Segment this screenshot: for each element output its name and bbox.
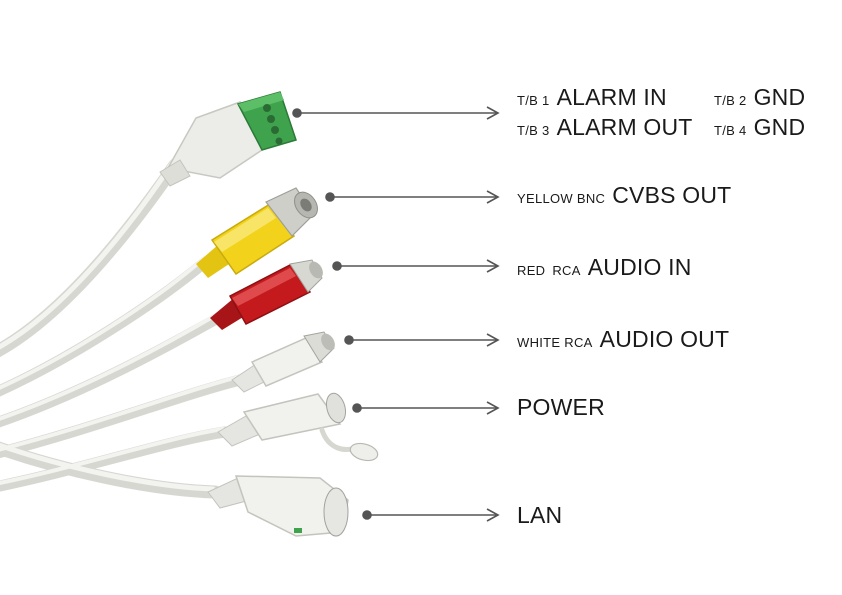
label-tb2-prefix: T/B 2	[714, 93, 747, 108]
label-tb2: T/B 2 GND	[714, 86, 805, 109]
label-tb4-prefix: T/B 4	[714, 123, 747, 138]
label-tb1-prefix: T/B 1	[517, 93, 550, 108]
label-audio-out-prefix: WHITE RCA	[517, 335, 593, 350]
dc-jack-icon	[217, 392, 379, 462]
pointer-audio-out	[344, 333, 500, 347]
label-tb4: T/B 4 GND	[714, 116, 805, 139]
label-power-name: POWER	[517, 394, 605, 420]
label-tb1: T/B 1 ALARM IN	[517, 86, 667, 109]
cable-white	[0, 374, 246, 459]
cable-yellow	[0, 256, 211, 397]
label-audio-in-name: AUDIO IN	[587, 254, 692, 280]
label-tb2-name: GND	[753, 84, 806, 110]
label-audio-out-name: AUDIO OUT	[599, 326, 730, 352]
label-tb1-name: ALARM IN	[556, 84, 667, 110]
label-video-prefix: YELLOW BNC	[517, 191, 606, 206]
rca-connector-icon	[231, 331, 335, 393]
label-audio-in-prefix2: RCA	[552, 263, 581, 278]
label-video-name: CVBS OUT	[612, 182, 732, 208]
rj45-connector-icon	[207, 475, 349, 537]
pointer-terminal	[292, 106, 500, 120]
terminal-block-icon	[159, 91, 297, 187]
label-audio-in: RED RCA AUDIO IN	[517, 256, 692, 279]
label-lan: LAN	[517, 504, 562, 527]
cable-red	[0, 312, 224, 428]
rca-connector-icon	[210, 259, 323, 330]
label-tb3: T/B 3 ALARM OUT	[517, 116, 693, 139]
pointer-lines	[292, 106, 500, 522]
pointer-audio-in	[332, 259, 500, 273]
pointer-lan	[362, 508, 500, 522]
label-video: YELLOW BNC CVBS OUT	[517, 184, 731, 207]
cable-bundle	[0, 158, 246, 499]
label-power: POWER	[517, 396, 605, 419]
label-lan-name: LAN	[517, 502, 563, 528]
label-audio-out: WHITE RCA AUDIO OUT	[517, 328, 729, 351]
pointer-power	[352, 401, 500, 415]
bnc-connector-icon	[196, 187, 318, 278]
label-tb3-prefix: T/B 3	[517, 123, 550, 138]
cable-power	[0, 426, 231, 492]
label-tb4-name: GND	[753, 114, 806, 140]
label-audio-in-prefix1: RED	[517, 263, 546, 278]
label-tb3-name: ALARM OUT	[556, 114, 693, 140]
pointer-video	[325, 190, 500, 204]
cable-lan	[0, 441, 222, 499]
